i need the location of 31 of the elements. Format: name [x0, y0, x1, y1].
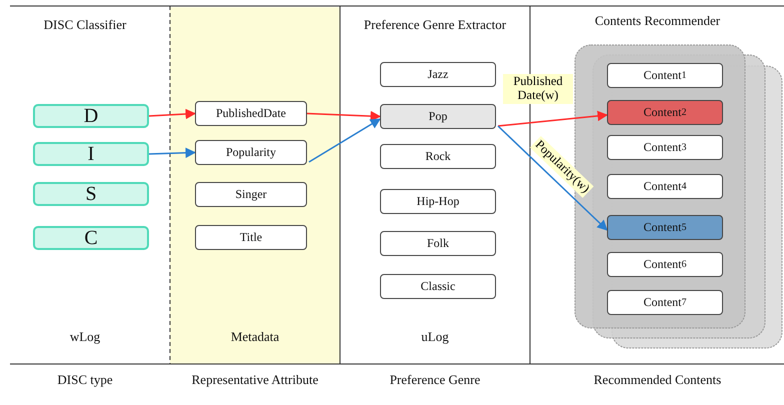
disc-type-box: I	[33, 142, 149, 166]
arrow	[308, 118, 381, 163]
column-heading: Preference Genre Extractor	[362, 18, 508, 33]
column-label: Metadata	[230, 330, 280, 345]
attribute-box: PublishedDate	[195, 101, 307, 126]
disc-type-box: C	[33, 226, 149, 250]
column-label: wLog	[68, 330, 102, 345]
genre-box: Classic	[380, 274, 496, 299]
arrow	[148, 148, 196, 158]
genre-box: Jazz	[380, 62, 496, 87]
attribute-box: Singer	[195, 182, 307, 207]
column-footer: Preference Genre	[345, 373, 525, 388]
genre-box: Hip-Hop	[380, 189, 496, 214]
arrow	[306, 110, 382, 122]
column-heading: Contents Recommender	[594, 14, 722, 29]
genre-box: Rock	[380, 144, 496, 169]
disc-type-box: D	[33, 104, 149, 128]
arrow	[497, 125, 608, 231]
arrow	[148, 108, 196, 120]
edge-label: Published Date(w)	[503, 74, 573, 104]
column-footer: Recommended Contents	[535, 373, 780, 388]
column-label: uLog	[420, 330, 450, 345]
column-footer: Representative Attribute	[175, 373, 335, 388]
column-footer: DISC type	[20, 373, 150, 388]
genre-box: Folk	[380, 231, 496, 256]
attribute-box: Popularity	[195, 140, 307, 165]
column-heading: DISC Classifier	[42, 18, 128, 33]
attribute-box: Title	[195, 225, 307, 250]
disc-type-box: S	[33, 182, 149, 206]
arrow	[498, 110, 608, 127]
genre-box: Pop	[380, 104, 496, 129]
